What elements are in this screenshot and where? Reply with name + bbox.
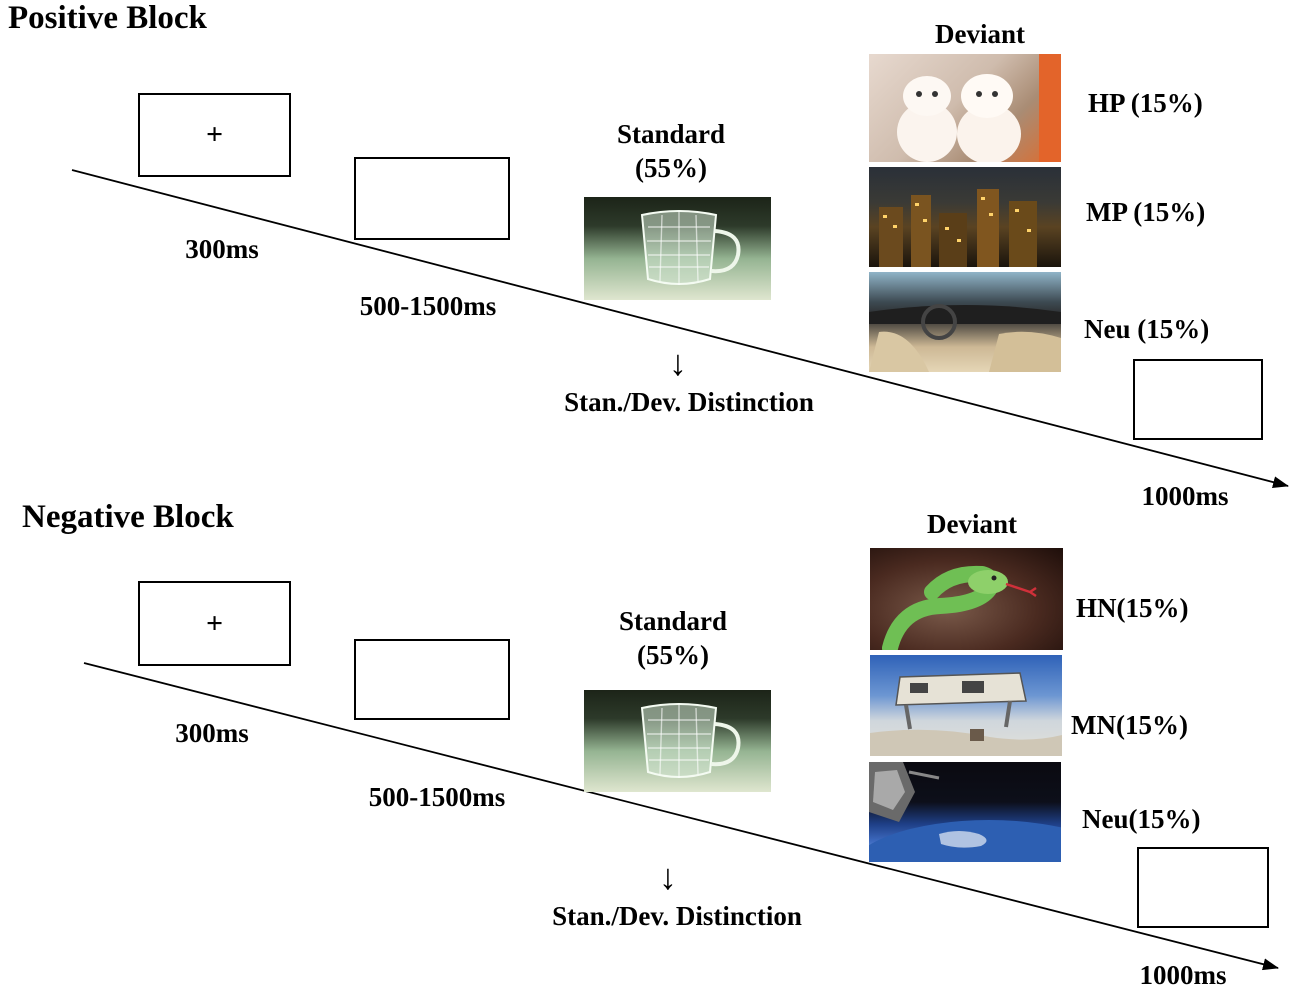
negative-end-box [1137, 847, 1269, 928]
earth-from-space-icon [869, 762, 1061, 862]
negative-deviant-earth-image [869, 762, 1061, 862]
positive-deviant-kittens-image [869, 54, 1061, 162]
city-lights-icon [879, 189, 1037, 267]
fixation-cross: + [205, 606, 224, 640]
collapsed-house-icon [870, 672, 1062, 756]
positive-fixation-duration: 300ms [185, 234, 259, 264]
negative-block-title: Negative Block [22, 499, 234, 535]
positive-end-box [1133, 359, 1263, 440]
positive-block-title: Positive Block [8, 0, 207, 36]
positive-end-duration: 1000ms [1141, 481, 1229, 511]
positive-deviant-label: Deviant [935, 19, 1025, 49]
positive-deviant-car-interior-image [869, 272, 1061, 372]
negative-blank-box [354, 639, 510, 720]
positive-standard-label: Standard [616, 119, 726, 149]
positive-down-arrow-icon: ↓ [669, 343, 687, 383]
car-interior-icon [869, 304, 1061, 372]
positive-timeline-arrow [71, 169, 1289, 489]
glass-cup-icon [640, 210, 741, 285]
negative-standard-label: Standard [618, 606, 728, 636]
positive-deviant-hp-label: HP (15%) [1088, 88, 1203, 118]
negative-deviant-neu-label: Neu(15%) [1082, 804, 1201, 834]
negative-down-arrow-icon: ↓ [659, 857, 677, 897]
negative-deviant-collapsed-house-image [870, 655, 1062, 756]
negative-deviant-mn-label: MN(15%) [1071, 710, 1188, 740]
positive-deviant-neu-label: Neu (15%) [1084, 314, 1210, 344]
positive-fixation-box: + [138, 93, 291, 177]
positive-blank-box [354, 157, 510, 240]
positive-blank-duration: 500-1500ms [359, 291, 497, 321]
positive-deviant-mp-label: MP (15%) [1086, 197, 1206, 227]
negative-deviant-label: Deviant [927, 509, 1017, 539]
positive-deviant-night-city-image [869, 167, 1061, 267]
negative-fixation-duration: 300ms [175, 718, 249, 748]
negative-standard-percent: (55%) [637, 640, 709, 670]
positive-standard-cup-image [584, 197, 771, 300]
positive-standard-percent: (55%) [635, 153, 707, 183]
negative-standard-cup-image [584, 690, 771, 792]
negative-end-duration: 1000ms [1139, 960, 1227, 990]
kittens-icon [897, 54, 1061, 162]
fixation-cross: + [205, 118, 224, 151]
negative-deviant-snake-image [870, 548, 1063, 650]
snake-icon [882, 565, 1037, 650]
negative-blank-duration: 500-1500ms [368, 782, 506, 812]
negative-fixation-box: + [138, 581, 291, 666]
glass-cup-icon [640, 703, 741, 778]
positive-distinction-label: Stan./Dev. Distinction [564, 387, 814, 417]
negative-timeline-arrow [83, 662, 1279, 971]
negative-deviant-hn-label: HN(15%) [1076, 593, 1189, 623]
negative-distinction-label: Stan./Dev. Distinction [552, 901, 802, 931]
